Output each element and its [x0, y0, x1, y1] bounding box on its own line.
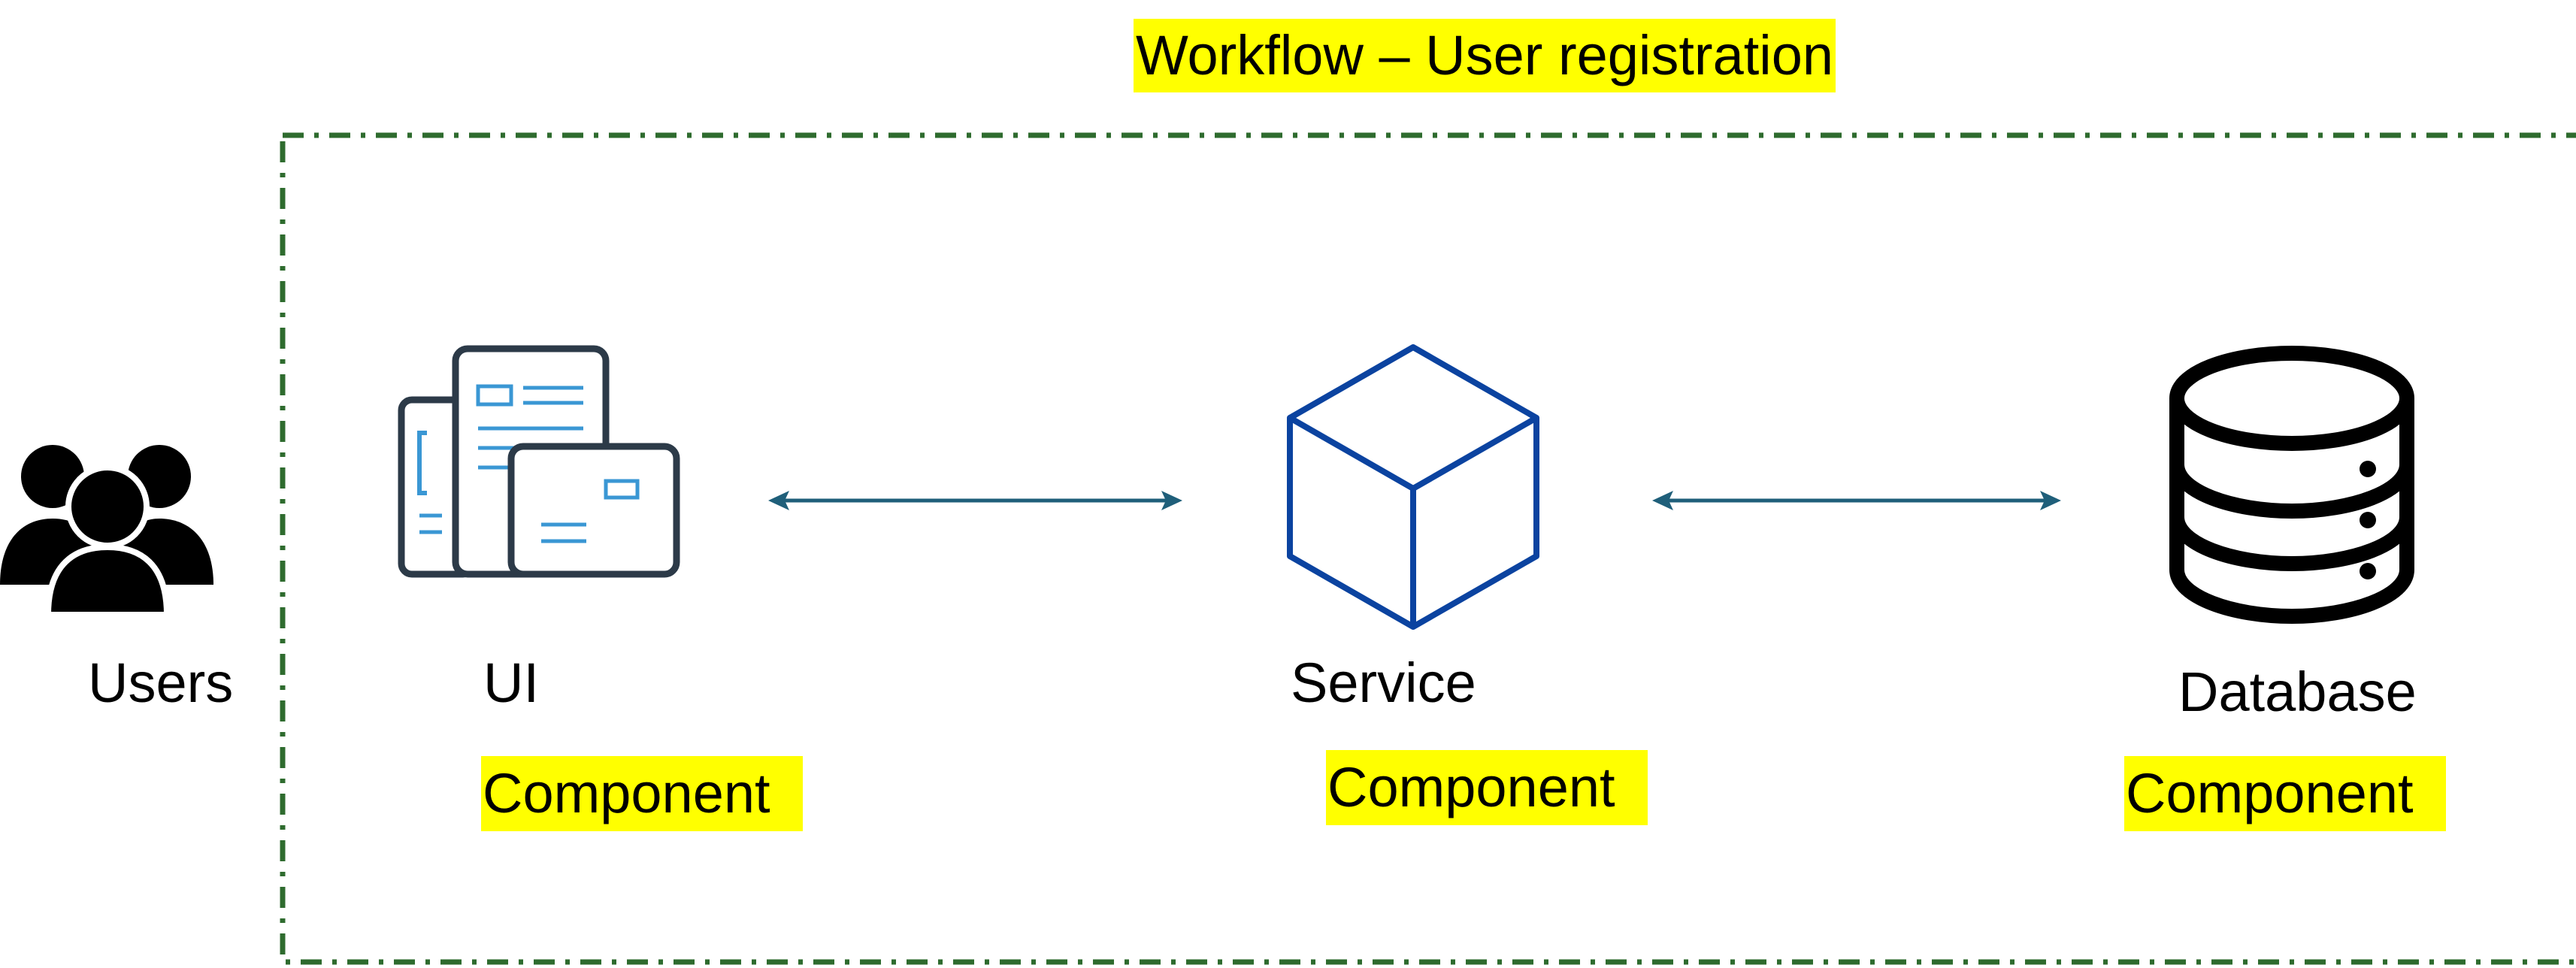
service-component-label: Service	[1291, 652, 1476, 714]
ui-component-tag: Component	[481, 756, 803, 831]
users-label: Users	[88, 652, 234, 714]
database-component-tag: Component	[2124, 756, 2446, 831]
ui-service-connector	[768, 491, 1182, 510]
service-database-connector	[1652, 491, 2061, 510]
workflow-boundary	[280, 132, 2576, 965]
diagram-title: Workflow – User registration	[1134, 19, 1836, 92]
database-component-label: Database	[2178, 661, 2417, 723]
users-group-icon	[0, 445, 213, 618]
cube-icon	[1287, 344, 1539, 630]
ui-windows-icon	[398, 345, 680, 578]
ui-component-label: UI	[483, 652, 539, 714]
service-component-tag: Component	[1326, 750, 1648, 825]
database-icon	[2169, 346, 2414, 625]
